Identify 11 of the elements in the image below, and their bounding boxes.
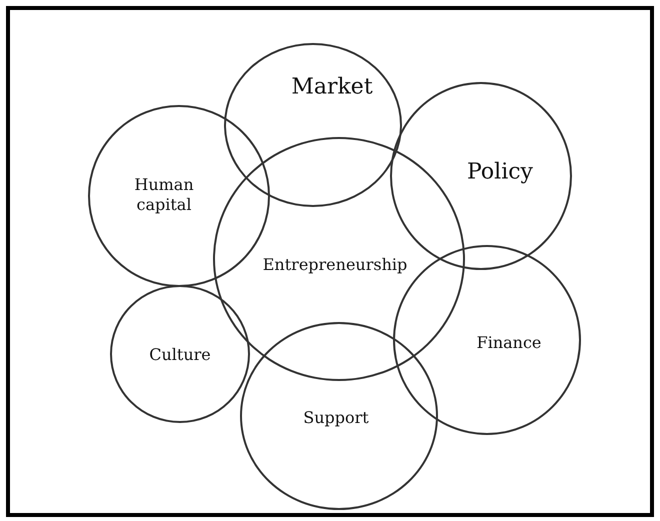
overlapping-circle bbox=[110, 285, 250, 423]
circle-label: Human capital bbox=[134, 175, 194, 215]
circle-label: Entrepreneurship bbox=[262, 255, 408, 275]
overlapping-circle bbox=[213, 137, 465, 381]
circle-label: Market bbox=[291, 73, 373, 101]
overlapping-circle bbox=[224, 43, 402, 207]
circle-label: Support bbox=[303, 408, 369, 428]
circle-label: Finance bbox=[476, 333, 542, 353]
overlapping-circle bbox=[240, 322, 438, 510]
circle-label: Culture bbox=[149, 345, 211, 365]
circle-label: Policy bbox=[467, 158, 533, 186]
